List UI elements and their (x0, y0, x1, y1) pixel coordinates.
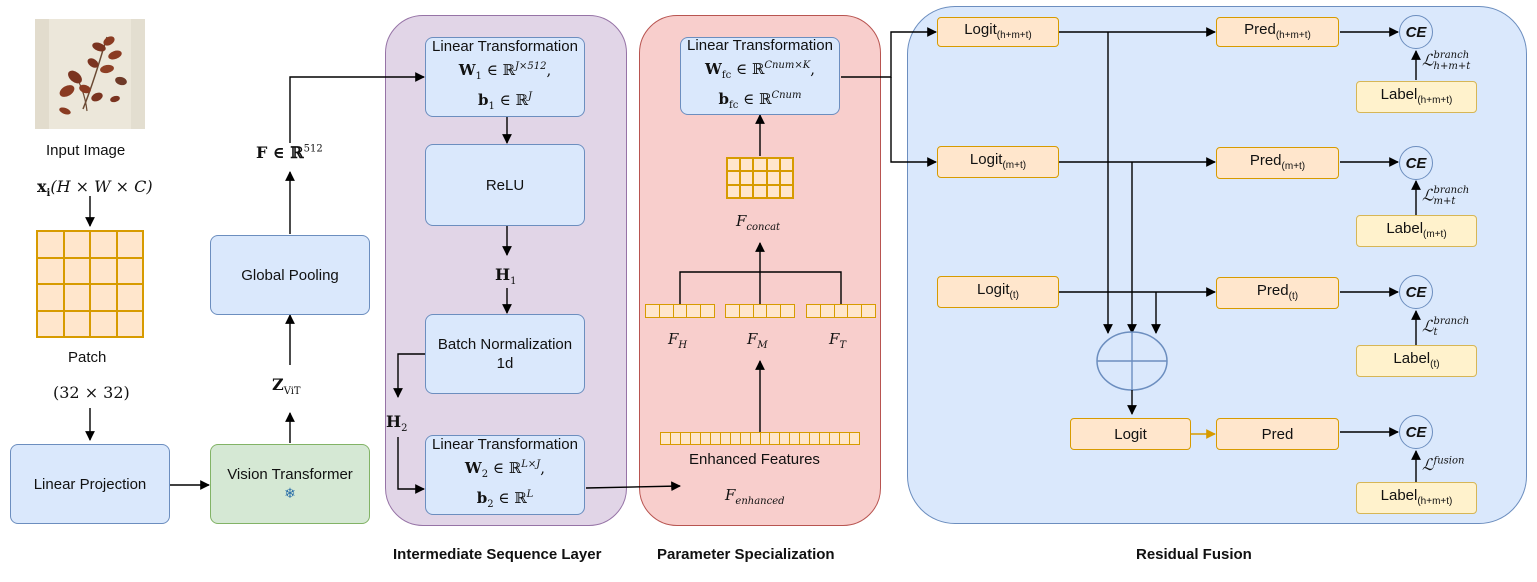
pred-t-box: Pred(t) (1216, 277, 1339, 309)
enhanced-features-strip (660, 432, 860, 445)
label-t-box: Label(t) (1356, 345, 1477, 377)
logit-hmt-box: Logit(h+m+t) (937, 17, 1059, 47)
concat-feature-grid (726, 157, 794, 199)
enhanced-features-label: Enhanced Features (689, 451, 820, 468)
label-hmt-box: Label(h+m+t) (1356, 81, 1477, 113)
f-m-strip (725, 304, 795, 318)
logit-t-box: Logit(t) (937, 276, 1059, 308)
linear-transformation-1-box: Linear Transformation W1 ∈ ℝJ×512, b1 ∈ … (425, 37, 585, 117)
input-image-label: Input Image (46, 142, 126, 159)
f-enhanced-label: Fenhanced (725, 486, 785, 507)
patch-grid (36, 230, 144, 338)
loss-fusion-label: ℒfusion (1422, 455, 1465, 474)
h2-label: H2 (386, 412, 408, 435)
batch-normalization-box: Batch Normalization 1d (425, 314, 585, 394)
ce-fusion-node: CE (1399, 415, 1433, 449)
ce-t-node: CE (1399, 275, 1433, 309)
leaf-icon (35, 19, 145, 129)
vision-transformer-box: Vision Transformer ❄ (210, 444, 370, 524)
global-pooling-box: Global Pooling (210, 235, 370, 315)
relu-box: ReLU (425, 144, 585, 226)
f-h-strip (645, 304, 715, 318)
patch-size-label: (32 × 32) (53, 383, 130, 402)
f-h-label: FH (668, 330, 688, 351)
z-vit-label: ZViT (272, 375, 301, 398)
intermediate-caption: Intermediate Sequence Layer (393, 546, 602, 563)
f-t-strip (806, 304, 876, 318)
label-mt-box: Label(m+t) (1356, 215, 1477, 247)
f-concat-label: Fconcat (736, 212, 781, 233)
linear-transformation-2-box: Linear Transformation W2 ∈ ℝL×J, b2 ∈ ℝL (425, 435, 585, 515)
specialization-caption: Parameter Specialization (657, 546, 835, 563)
pred-fused-box: Pred (1216, 418, 1339, 450)
f-m-label: FM (747, 330, 768, 351)
input-image (35, 19, 145, 129)
h1-label: H1 (495, 265, 517, 288)
linear-transformation-fc-box: Linear Transformation Wfc ∈ ℝCnum×K, bfc… (680, 37, 840, 115)
fusion-caption: Residual Fusion (1136, 546, 1252, 563)
label-fusion-box: Label(h+m+t) (1356, 482, 1477, 514)
linear-projection-box: Linear Projection (10, 444, 170, 524)
ce-hmt-node: CE (1399, 15, 1433, 49)
snowflake-icon: ❄ (284, 485, 296, 501)
input-dims-label: xi(H × W × C) (37, 177, 153, 200)
f-t-label: FT (829, 330, 847, 351)
logit-mt-box: Logit(m+t) (937, 146, 1059, 178)
pred-mt-box: Pred(m+t) (1216, 147, 1339, 179)
ce-mt-node: CE (1399, 146, 1433, 180)
patch-label: Patch (68, 349, 107, 366)
logit-fused-box: Logit (1070, 418, 1191, 450)
pred-hmt-box: Pred(h+m+t) (1216, 17, 1339, 47)
f-feature-label: F ∈ ℝ512 (256, 143, 323, 162)
